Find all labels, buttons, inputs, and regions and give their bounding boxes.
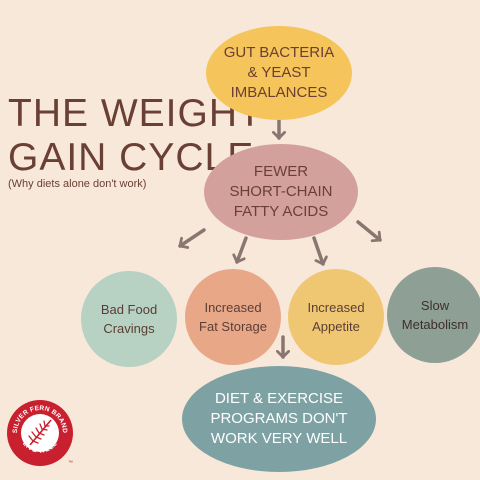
node-text-line: Increased	[307, 300, 365, 315]
node-gut-bacteria-yeast-imbalances: GUT BACTERIA & YEAST IMBALANCES	[206, 26, 352, 120]
arrow-to-slow-metabolism	[356, 220, 382, 243]
node-text-line: Increased	[204, 300, 262, 315]
node-text-line: FEWER	[253, 163, 309, 180]
node-slow-metabolism: Slow Metabolism	[387, 267, 480, 363]
node-bad-food-cravings: Bad Food Cravings	[81, 271, 177, 367]
node-text-line: Cravings	[103, 321, 155, 336]
silver-fern-brand-logo: SILVER FERN BRAND LIVE WELL	[7, 400, 73, 466]
node-text-line: GUT BACTERIA	[223, 44, 335, 61]
node-text-line: & YEAST	[247, 64, 311, 81]
node-text-line: Fat Storage	[199, 319, 267, 334]
node-text-line: Appetite	[312, 319, 360, 334]
arrow-to-bad-food-cravings	[178, 228, 206, 249]
arrow-to-increased-fat-storage	[232, 236, 248, 264]
node-fewer-short-chain-fatty-acids: FEWER SHORT-CHAIN FATTY ACIDS	[204, 144, 358, 240]
node-text-line: Slow	[420, 298, 450, 313]
node-increased-appetite: Increased Appetite	[288, 269, 384, 365]
node-text-line: DIET & EXERCISE	[214, 390, 344, 407]
node-text-line: SHORT-CHAIN	[229, 183, 333, 200]
arrow-to-increased-appetite	[312, 236, 328, 266]
node-text-line: WORK VERY WELL	[210, 430, 348, 447]
node-text-line: PROGRAMS DON'T	[210, 410, 348, 427]
diagram-subtitle: (Why diets alone don't work)	[8, 178, 147, 190]
node-text-line: Metabolism	[401, 317, 469, 332]
node-text-line: Bad Food	[100, 302, 158, 317]
node-diet-exercise-programs: DIET & EXERCISE PROGRAMS DON'T WORK VERY…	[182, 366, 376, 472]
fern-leaf-icon	[28, 419, 52, 446]
node-text-line: FATTY ACIDS	[233, 203, 329, 220]
node-increased-fat-storage: Increased Fat Storage	[185, 269, 281, 365]
node-text-line: IMBALANCES	[230, 84, 328, 101]
trademark-symbol: ™	[68, 460, 73, 466]
